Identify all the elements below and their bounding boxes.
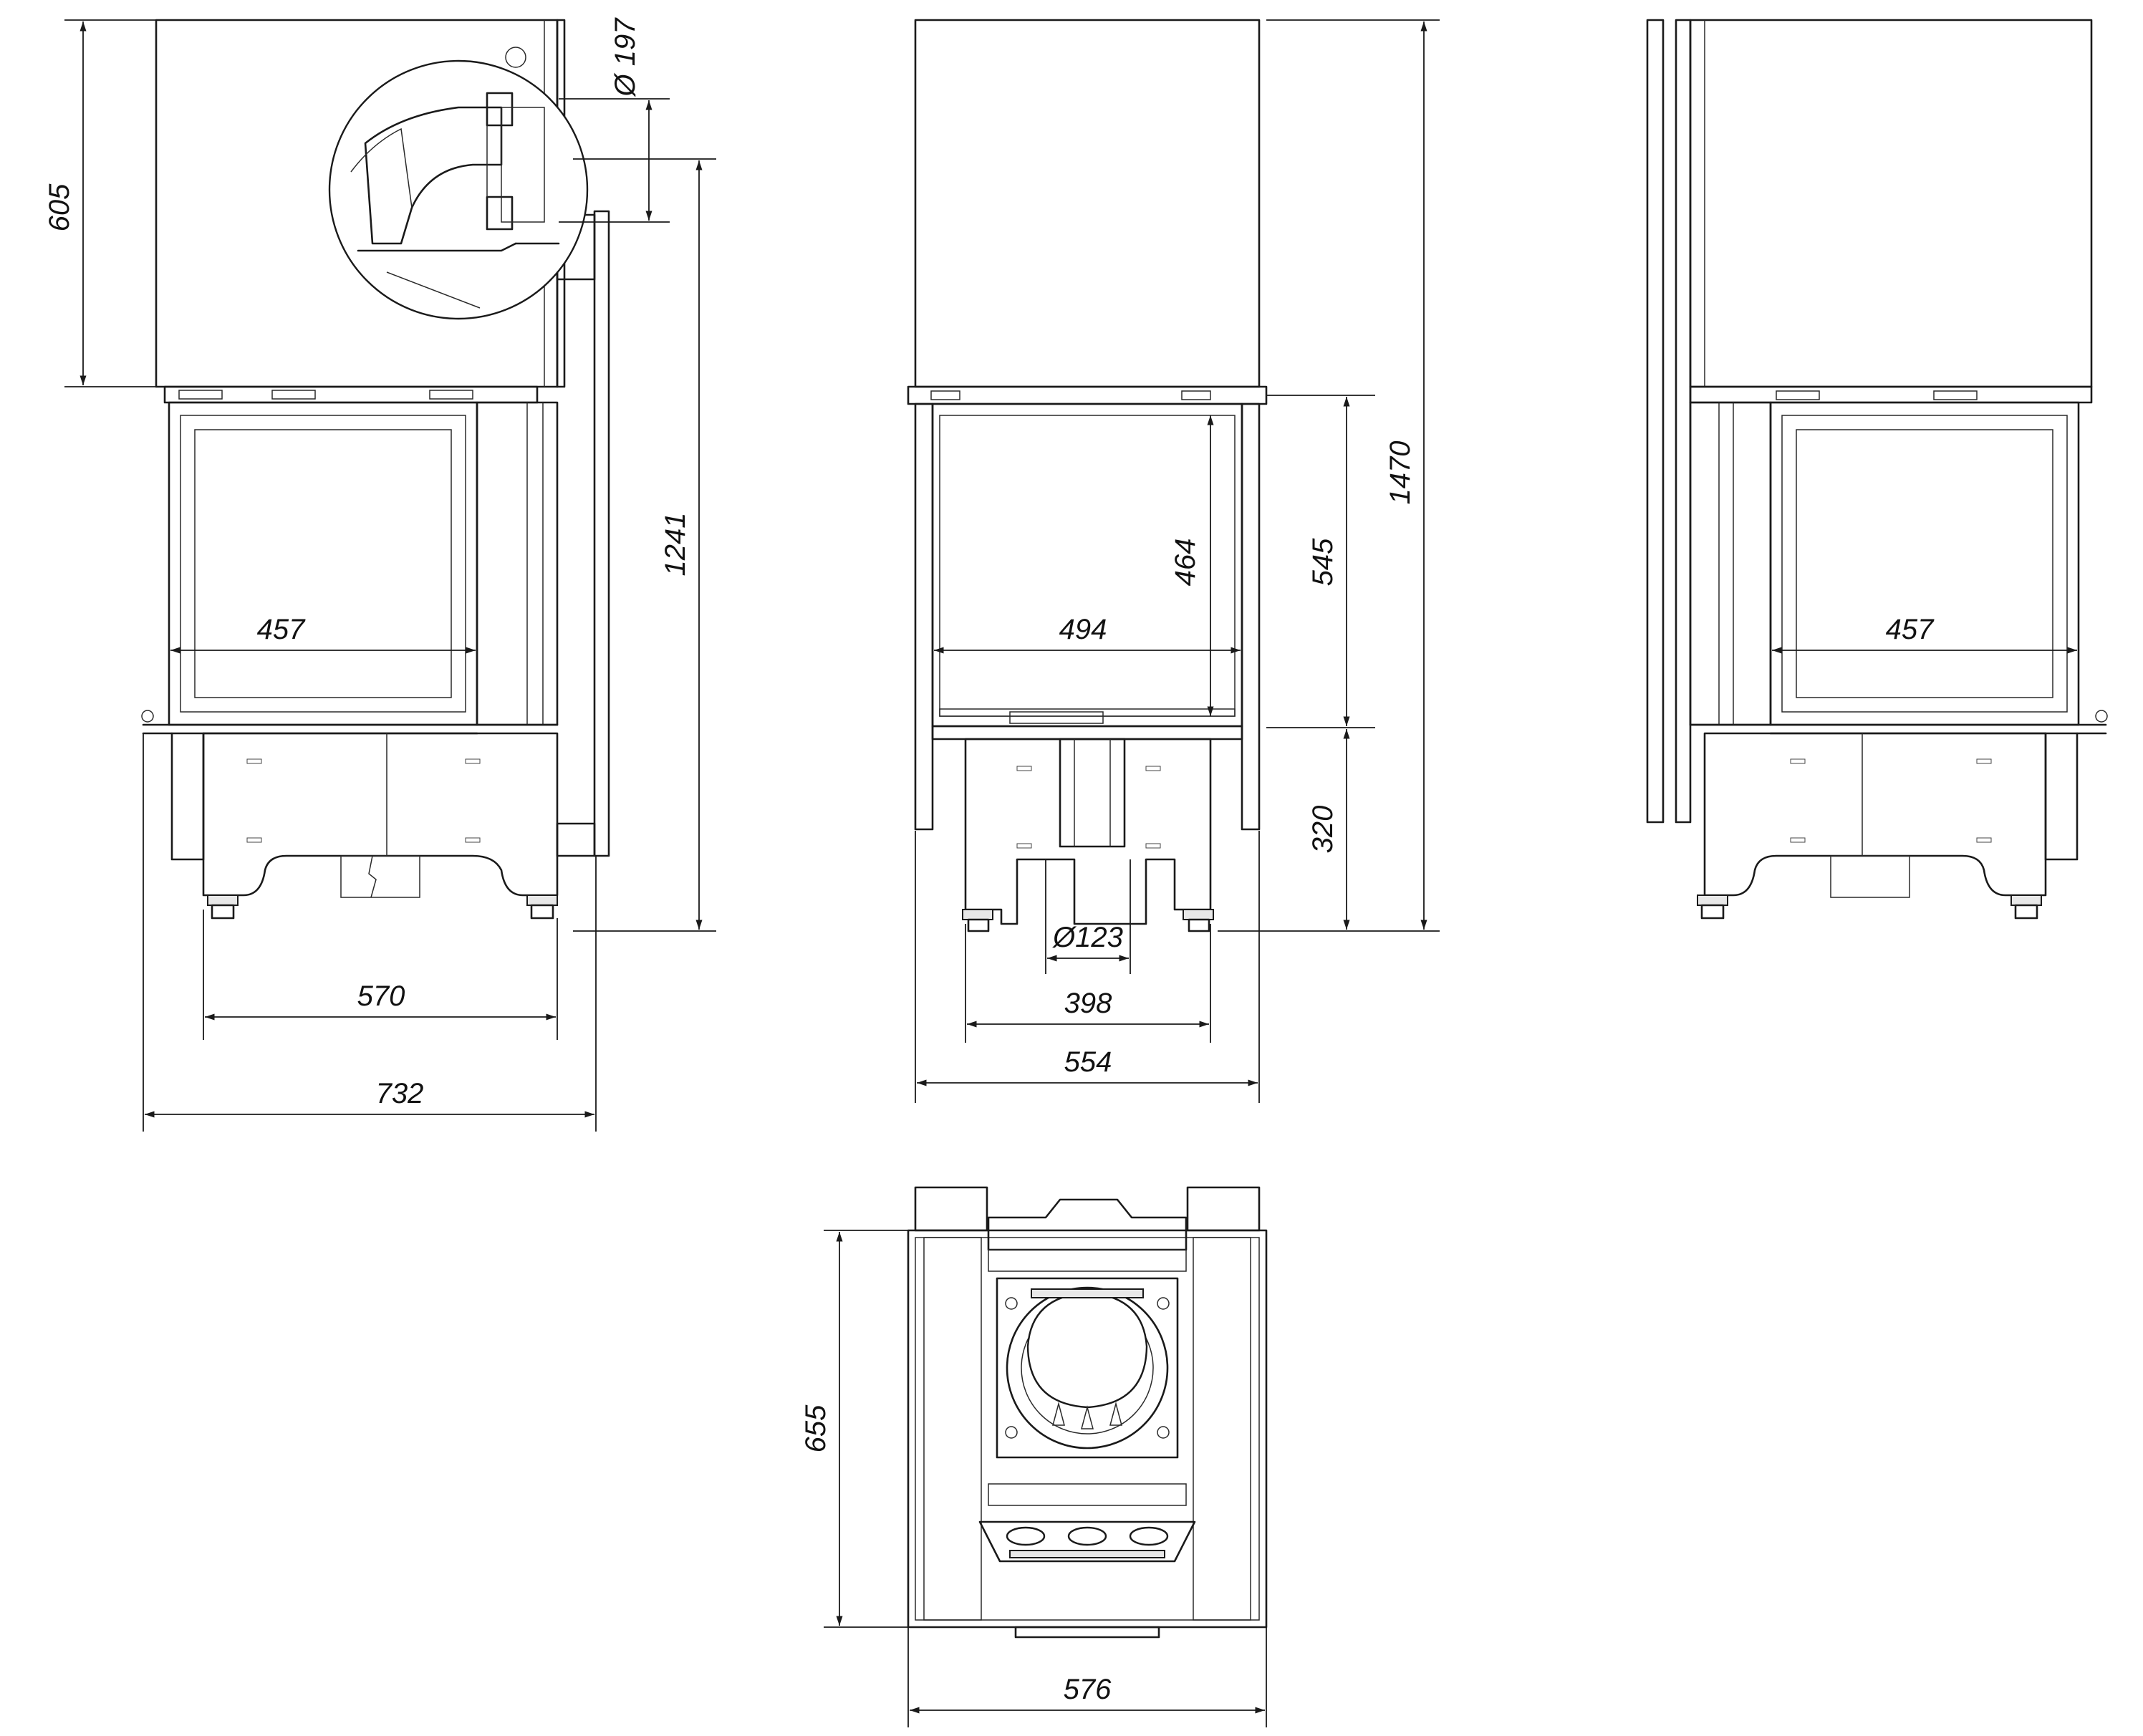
dim-air-inlet-diameter: Ø123 xyxy=(1051,922,1123,953)
front-view xyxy=(907,19,1268,932)
right-upper-casing xyxy=(1689,19,2093,388)
dim-flue-diameter: Ø 197 xyxy=(610,17,641,98)
right-glass-frame xyxy=(1769,401,2080,726)
dim-left-total-height: 1241 xyxy=(660,513,691,577)
dim-front-door-height: 545 xyxy=(1307,538,1339,586)
top-flue-ring xyxy=(1006,1286,1169,1450)
dim-left-glass-width: 457 xyxy=(257,614,306,645)
dim-left-overall-width: 732 xyxy=(376,1078,424,1109)
right-side-view xyxy=(1646,19,2108,920)
top-view xyxy=(907,1186,1268,1639)
dim-front-overall-width: 554 xyxy=(1064,1046,1112,1078)
dim-left-base-width: 570 xyxy=(357,980,405,1012)
dim-right-glass-width: 457 xyxy=(1886,614,1935,645)
dim-front-glass-width: 494 xyxy=(1059,614,1107,645)
dimension-lines xyxy=(64,19,2077,1727)
dim-front-base-height: 320 xyxy=(1307,806,1339,854)
dim-top-depth: 655 xyxy=(800,1404,832,1452)
dim-front-base-width: 398 xyxy=(1064,988,1112,1019)
dim-left-top-height: 605 xyxy=(44,183,75,231)
left-glass-frame xyxy=(168,401,478,726)
dim-front-overall-height: 1470 xyxy=(1384,441,1416,505)
dim-top-width: 576 xyxy=(1064,1674,1112,1705)
front-upper-casing xyxy=(914,19,1261,388)
dim-front-glass-height: 464 xyxy=(1170,539,1201,587)
left-side-view xyxy=(141,19,610,920)
dimension-labels: 605 Ø 197 1241 457 570 732 464 494 545 3… xyxy=(44,17,1935,1705)
